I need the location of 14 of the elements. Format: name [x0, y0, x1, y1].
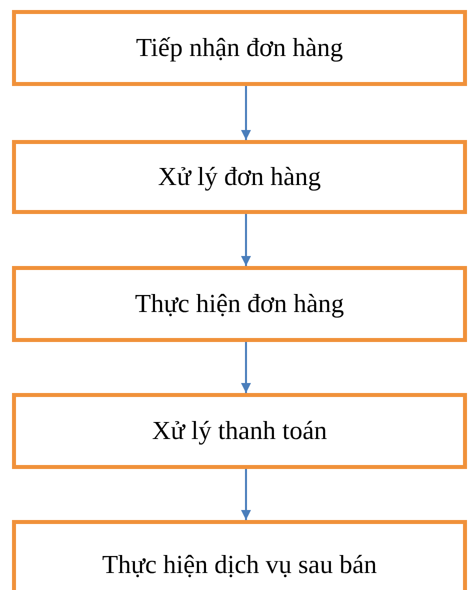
process-box	[12, 266, 467, 342]
process-box	[12, 10, 467, 86]
box-label: Thực hiện đơn hàng	[134, 289, 344, 319]
box-label: Tiếp nhận đơn hàng	[136, 33, 344, 63]
arrow	[241, 214, 251, 266]
box-label: Xử lý thanh toán	[152, 416, 328, 446]
box-label: Xử lý đơn hàng	[158, 162, 321, 192]
arrow	[241, 342, 251, 393]
arrow	[241, 86, 251, 140]
box-label: Thực hiện dịch vụ sau bán	[102, 550, 377, 580]
arrow	[241, 469, 251, 520]
process-box	[12, 140, 467, 214]
process-box	[12, 520, 467, 590]
process-box	[12, 393, 467, 469]
